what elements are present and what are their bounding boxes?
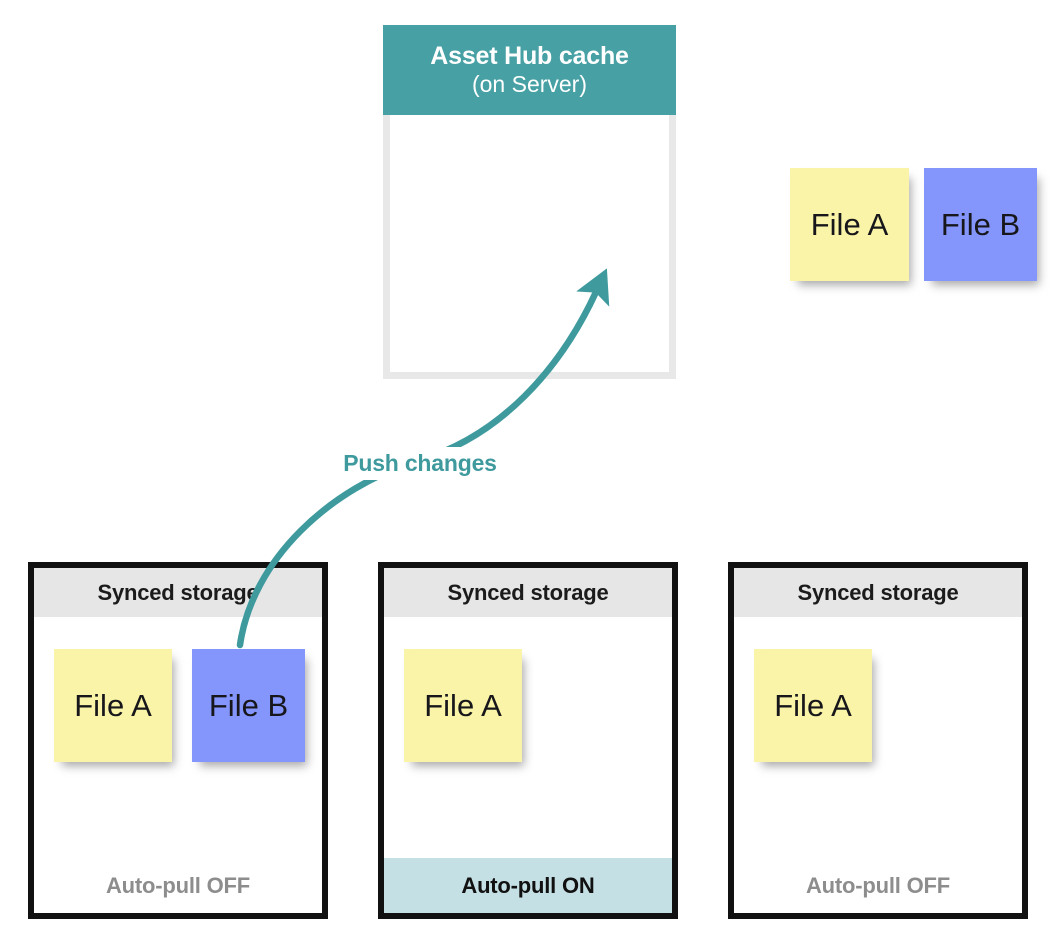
auto-pull-status-1: Auto-pull OFF: [105, 872, 251, 898]
panel-header-2: Synced storage: [384, 568, 672, 617]
sticky-note-file-a-panel-3[interactable]: File A: [754, 649, 872, 762]
panel-body-2: File A: [384, 617, 672, 863]
synced-storage-panel-1: Synced storage File A File B Auto-pull O…: [28, 562, 328, 919]
auto-pull-status-2: Auto-pull ON: [384, 858, 672, 913]
synced-storage-panel-2: Synced storage File A Auto-pull ON: [378, 562, 678, 919]
panel-body-1: File A File B: [34, 617, 322, 863]
sticky-note-label: File A: [74, 687, 152, 723]
push-changes-label: Push changes: [325, 447, 515, 480]
panel-header-3: Synced storage: [734, 568, 1022, 617]
panel-body-3: File A: [734, 617, 1022, 863]
sticky-note-label: File A: [774, 687, 852, 723]
sticky-note-file-a-panel-2[interactable]: File A: [404, 649, 522, 762]
sticky-note-file-a-server[interactable]: File A: [790, 168, 909, 281]
synced-storage-panel-3: Synced storage File A Auto-pull OFF: [728, 562, 1028, 919]
sticky-note-file-a-panel-1[interactable]: File A: [54, 649, 172, 762]
panel-header-1: Synced storage: [34, 568, 322, 617]
sticky-note-file-b-panel-1[interactable]: File B: [192, 649, 305, 762]
asset-hub-cache-header: Asset Hub cache (on Server): [383, 25, 676, 115]
sticky-note-label: File A: [810, 206, 889, 242]
asset-hub-cache-subtitle: (on Server): [471, 71, 588, 98]
sticky-note-label: File B: [208, 687, 289, 723]
sticky-note-file-b-server[interactable]: File B: [924, 168, 1037, 281]
auto-pull-status-3: Auto-pull OFF: [805, 872, 951, 898]
asset-hub-cache-title: Asset Hub cache: [430, 41, 629, 70]
sticky-note-label: File B: [940, 206, 1021, 242]
sticky-note-label: File A: [424, 687, 502, 723]
